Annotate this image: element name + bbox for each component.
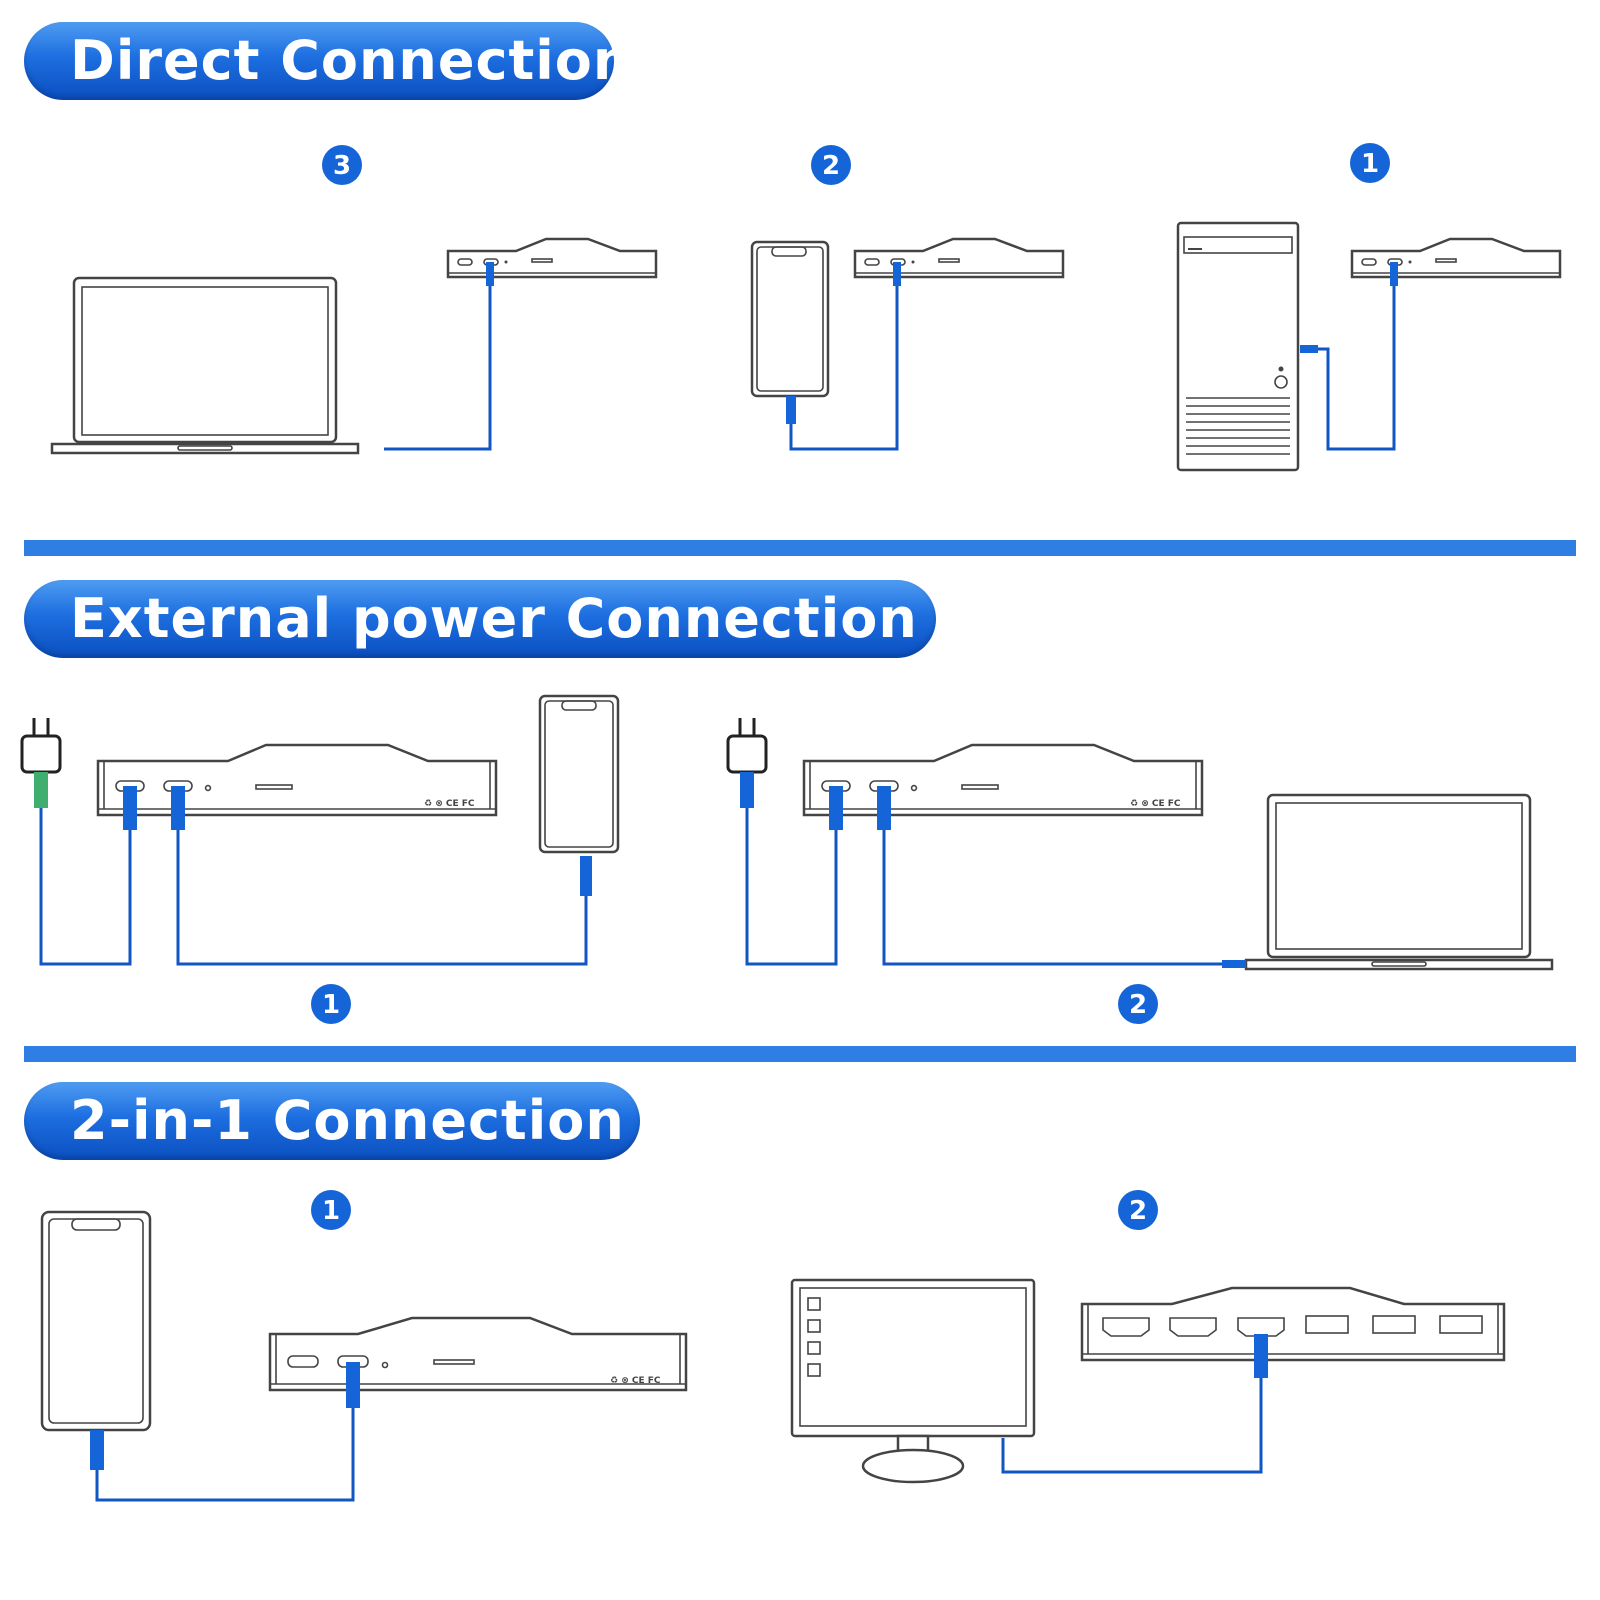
- step-badge-2: 2: [1118, 984, 1158, 1024]
- svg-text:2: 2: [822, 151, 840, 181]
- laptop-icon: [50, 276, 360, 455]
- usb-hub-icon: ♻ ⊗ CE FC: [268, 1316, 688, 1392]
- cable-phone-hub: [786, 262, 901, 451]
- cable-hub-phone: [171, 786, 592, 966]
- section-title-2in1: 2-in-1 Connection: [24, 1082, 640, 1160]
- desktop-tower-icon: [1176, 221, 1300, 472]
- svg-text:1: 1: [322, 1196, 340, 1226]
- cable-adapter-hub: [39, 786, 137, 966]
- usb-hub-icon: [853, 237, 1065, 279]
- laptop-icon: [1244, 793, 1554, 971]
- svg-text:1: 1: [1361, 149, 1379, 179]
- svg-text:1: 1: [322, 990, 340, 1020]
- usb-hub-icon: ♻ ⊗ CE FC: [96, 743, 498, 817]
- phone-icon: [40, 1210, 152, 1432]
- hub-marks: ♻ ⊗ CE FC: [424, 799, 475, 809]
- cable-laptop-hub: [384, 262, 494, 451]
- svg-text:3: 3: [333, 151, 351, 181]
- usb-hub-icon: ♻ ⊗ CE FC: [802, 743, 1204, 817]
- usb-hub-icon: [1350, 237, 1562, 279]
- monitor-icon: [790, 1278, 1036, 1484]
- section-divider-2: [24, 1046, 1576, 1062]
- section-title-external-power: External power Connection: [24, 580, 936, 658]
- svg-text:2: 2: [1129, 1196, 1147, 1226]
- step-badge-3: 3: [322, 145, 362, 185]
- power-adapter-icon: [726, 718, 768, 808]
- cable-adapter-hub: [745, 786, 843, 966]
- phone-icon: [538, 694, 620, 854]
- section-title-2in1-text: 2-in-1 Connection: [70, 1089, 625, 1152]
- phone-icon: [750, 240, 830, 398]
- cable-desktop-hub: [1300, 262, 1398, 451]
- cable-phone-hub: [90, 1362, 360, 1502]
- hdmi-hub-icon: [1080, 1286, 1506, 1362]
- section-divider-1: [24, 540, 1576, 556]
- power-adapter-icon: [20, 718, 62, 808]
- cable-monitor-hub: [1001, 1334, 1268, 1474]
- step-badge-1: 1: [311, 1190, 351, 1230]
- svg-text:2: 2: [1129, 990, 1147, 1020]
- section-title-direct-text: Direct Connection: [70, 29, 633, 92]
- hub-marks: ♻ ⊗ CE FC: [610, 1376, 661, 1386]
- section-title-external-power-text: External power Connection: [70, 587, 918, 650]
- step-badge-2: 2: [1118, 1190, 1158, 1230]
- usb-hub-icon: [446, 237, 658, 279]
- step-badge-1: 1: [1350, 143, 1390, 183]
- cable-hub-laptop: [877, 786, 1246, 968]
- step-badge-1: 1: [311, 984, 351, 1024]
- hub-marks: ♻ ⊗ CE FC: [1130, 799, 1181, 809]
- section-title-direct: Direct Connection: [24, 22, 631, 100]
- step-badge-2: 2: [811, 145, 851, 185]
